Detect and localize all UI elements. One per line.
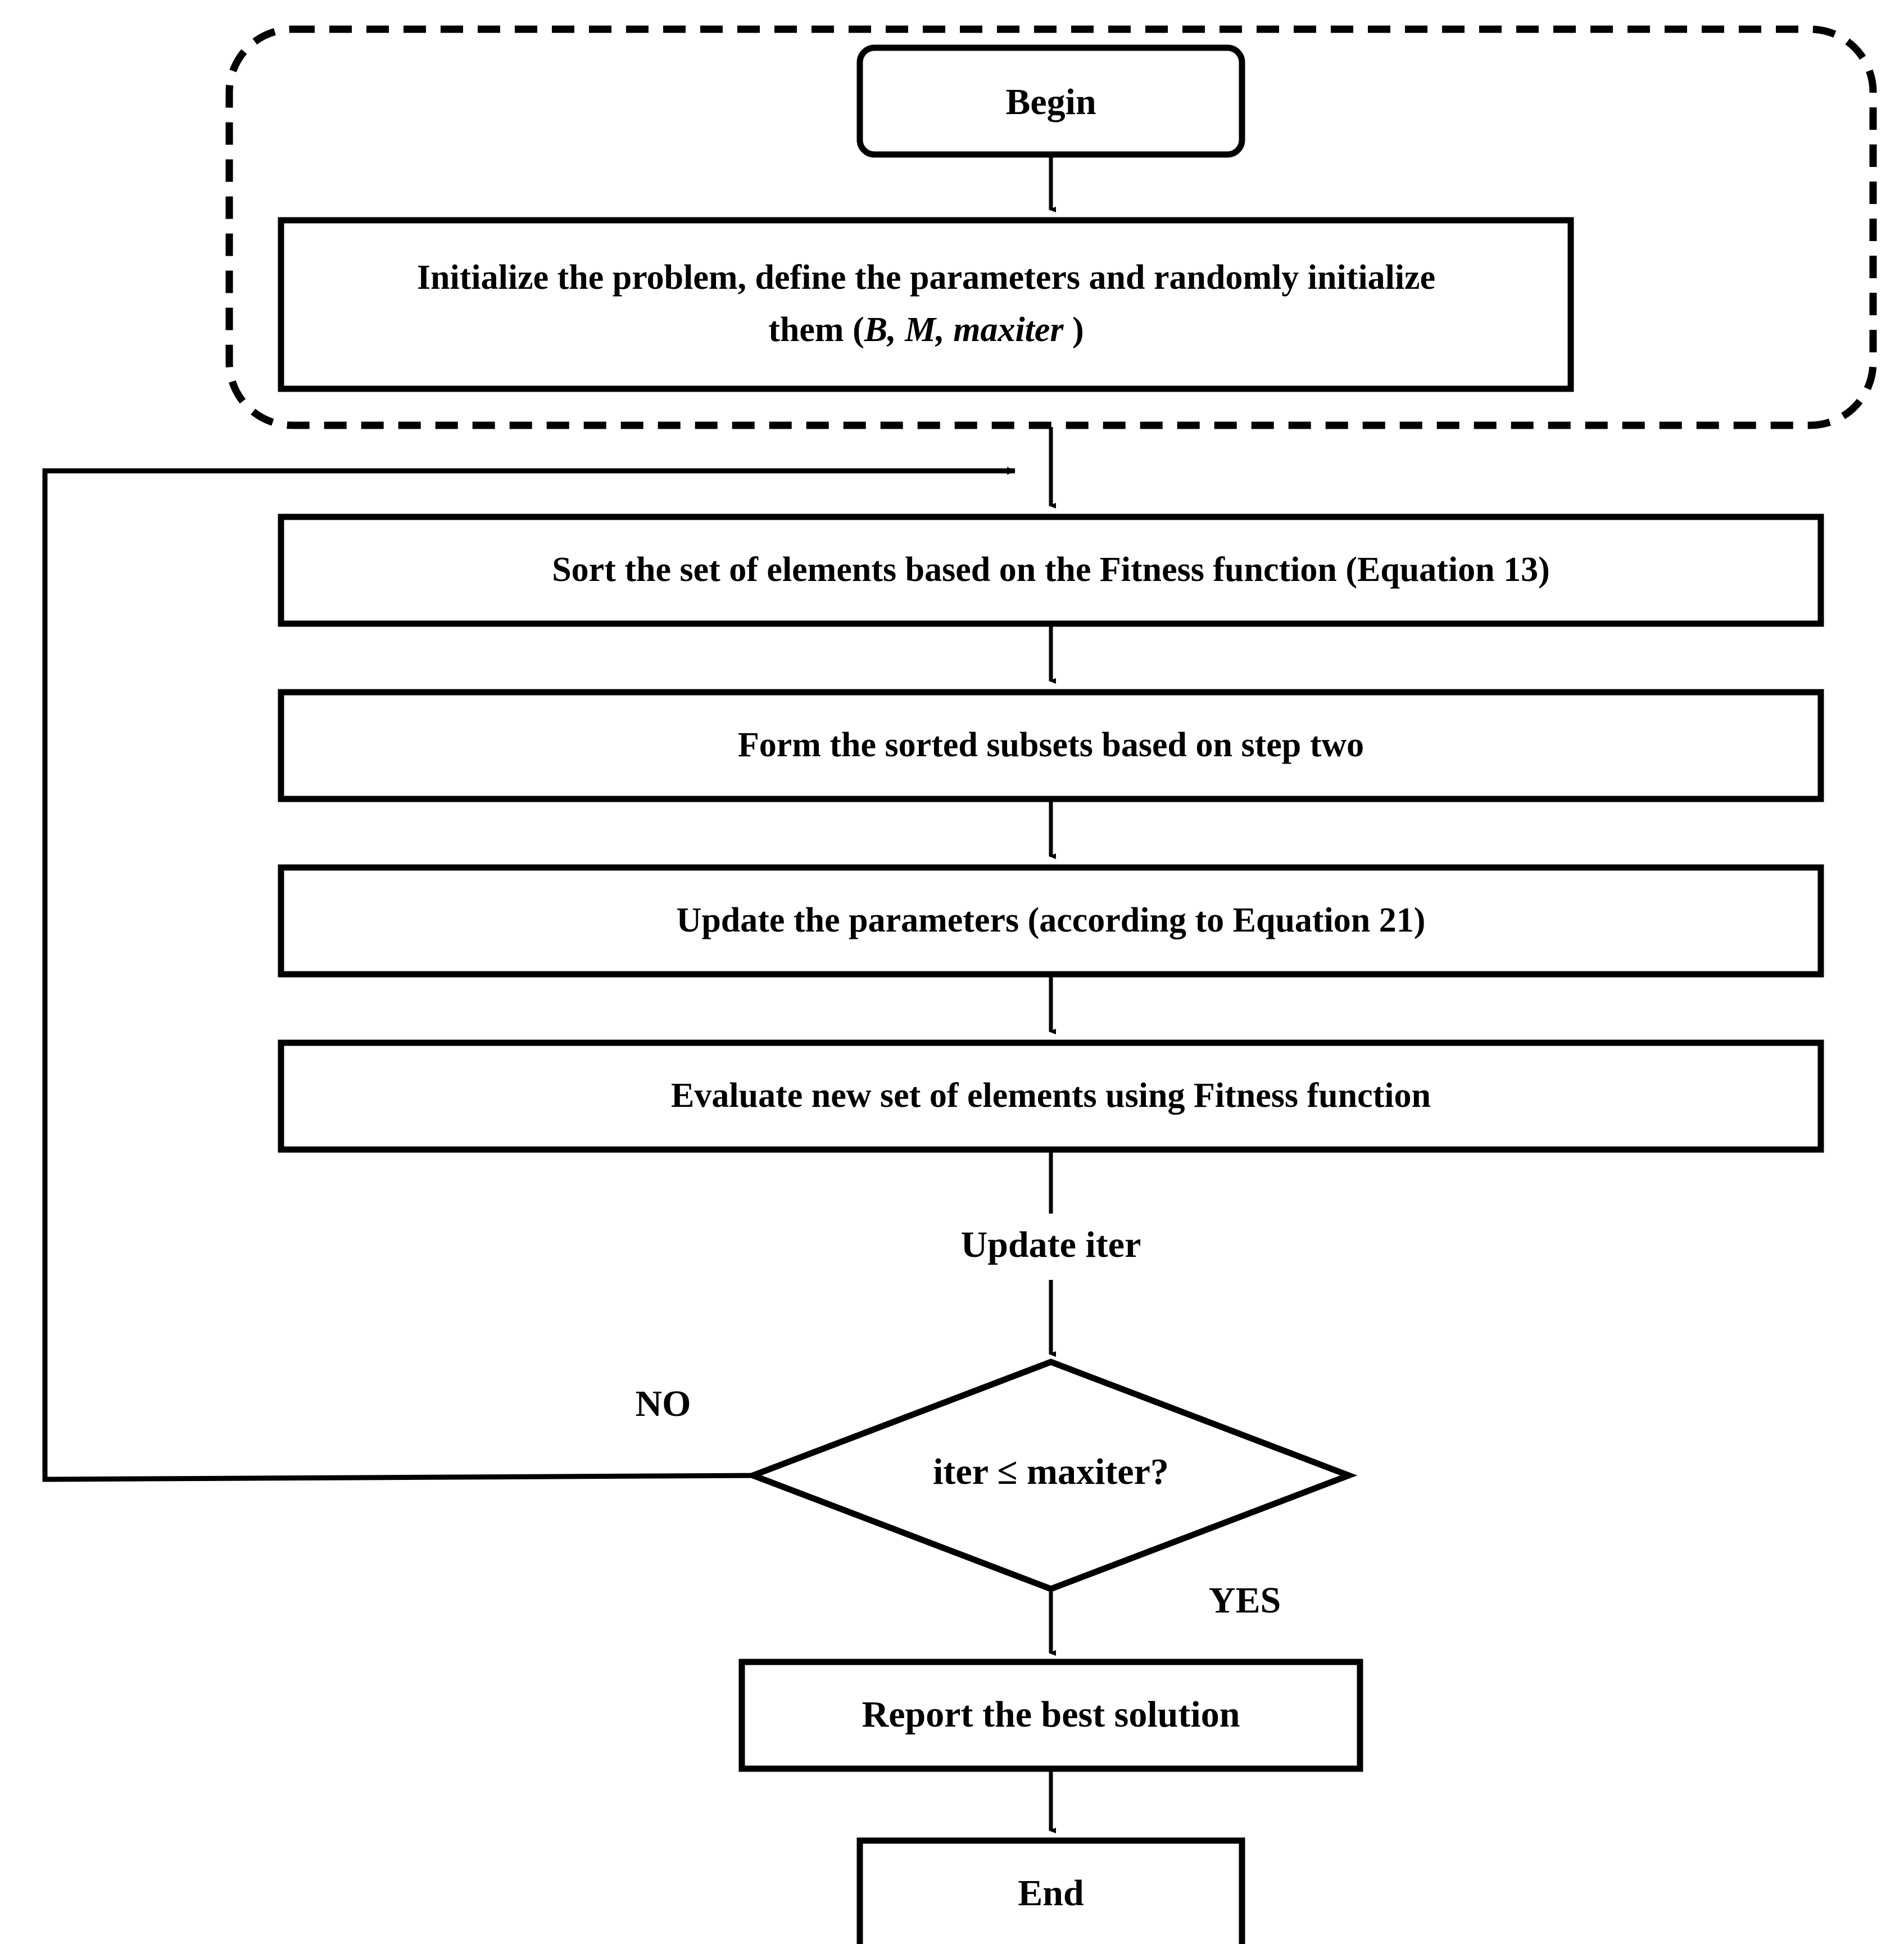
node-initialize-line2-prefix: them ( (768, 311, 864, 349)
node-decision-label: iter ≤ maxiter? (933, 1451, 1169, 1492)
node-end-shape[interactable] (856, 1837, 1245, 1944)
node-initialize-line2-suffix: ) (1064, 311, 1084, 349)
node-sort-label: Sort the set of elements based on the Fi… (552, 551, 1550, 589)
node-evaluate-label: Evaluate new set of elements using Fitne… (671, 1077, 1431, 1115)
node-initialize-shape[interactable] (278, 217, 1574, 392)
node-evaluate-shape[interactable] (278, 1039, 1824, 1153)
node-begin-label: Begin (1005, 81, 1096, 122)
node-initialize-line2-italic: B, M, maxiter (864, 311, 1064, 349)
edge-no-feedback-loop (42, 467, 1016, 1482)
node-report-shape[interactable] (738, 1659, 1363, 1772)
node-initialize-label-line1: Initialize the problem, define the param… (417, 258, 1435, 297)
edge-label-yes: YES (1209, 1580, 1281, 1621)
node-report-label: Report the best solution (862, 1694, 1240, 1735)
node-update-parameters-label: Update the parameters (according to Equa… (677, 901, 1426, 939)
node-initialize-label-line2: them (B, M, maxiter ) (768, 311, 1084, 349)
node-form-subsets-label: Form the sorted subsets based on step tw… (738, 726, 1364, 764)
edge-label-update-iter: Update iter (961, 1224, 1141, 1265)
initialization-region-outline (225, 25, 1877, 429)
node-end-label: End (1018, 1873, 1084, 1914)
edge-label-no: NO (636, 1383, 691, 1424)
